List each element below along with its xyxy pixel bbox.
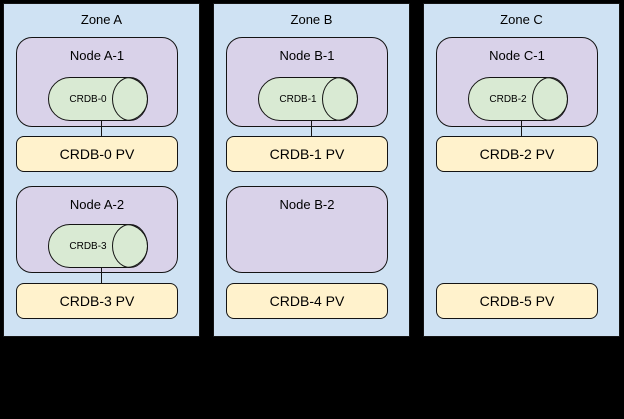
crdb-3-pod-label: CRDB-3	[69, 240, 107, 252]
zone-a-label: Zone A	[80, 12, 123, 27]
node-a-2: Node A-2 CRDB-3	[16, 186, 178, 273]
crdb-2-pv-box: CRDB-2 PV	[436, 136, 598, 172]
zone-b: Zone B Node B-1 CRDB-1 CRDB-1 PV Node B-…	[213, 3, 410, 337]
node-c-1: Node C-1 CRDB-2	[436, 37, 598, 127]
crdb-0-pv-box: CRDB-0 PV	[16, 136, 178, 172]
crdb-0-pod-cylinder: CRDB-0	[48, 77, 148, 121]
crdb-5-pv-box: CRDB-5 PV	[436, 283, 598, 319]
zone-a: Zone A Node A-1 CRDB-0 CRDB-0 PV Node A-…	[3, 3, 200, 337]
crdb-3-pv-box: CRDB-3 PV	[16, 283, 178, 319]
zone-c-label: Zone C	[500, 12, 543, 27]
crdb-2-pv-connector-line	[521, 120, 522, 137]
node-b-1-label: Node B-1	[279, 48, 335, 63]
node-b-1: Node B-1 CRDB-1	[226, 37, 388, 127]
crdb-1-pod-cylinder: CRDB-1	[258, 77, 358, 121]
node-a-1-label: Node A-1	[69, 48, 125, 63]
crdb-1-pv-box: CRDB-1 PV	[226, 136, 388, 172]
crdb-3-pv-connector-line	[101, 267, 102, 284]
crdb-1-pv-connector-line	[311, 120, 312, 137]
node-a-1: Node A-1 CRDB-0	[16, 37, 178, 127]
node-b-2: Node B-2	[226, 186, 388, 273]
node-a-2-label: Node A-2	[69, 197, 125, 212]
node-b-2-label: Node B-2	[279, 197, 335, 212]
crdb-3-pod-cylinder: CRDB-3	[48, 224, 148, 268]
node-c-1-label: Node C-1	[489, 48, 545, 63]
zone-b-label: Zone B	[290, 12, 333, 27]
crdb-1-pod-label: CRDB-1	[279, 93, 317, 105]
crdb-2-pod-cylinder: CRDB-2	[468, 77, 568, 121]
crdb-4-pv-box: CRDB-4 PV	[226, 283, 388, 319]
zone-c: Zone C Node C-1 CRDB-2 CRDB-2 PV CRDB-5 …	[423, 3, 620, 337]
crdb-0-pod-label: CRDB-0	[69, 93, 107, 105]
crdb-2-pod-label: CRDB-2	[489, 93, 527, 105]
crdb-0-pv-connector-line	[101, 120, 102, 137]
